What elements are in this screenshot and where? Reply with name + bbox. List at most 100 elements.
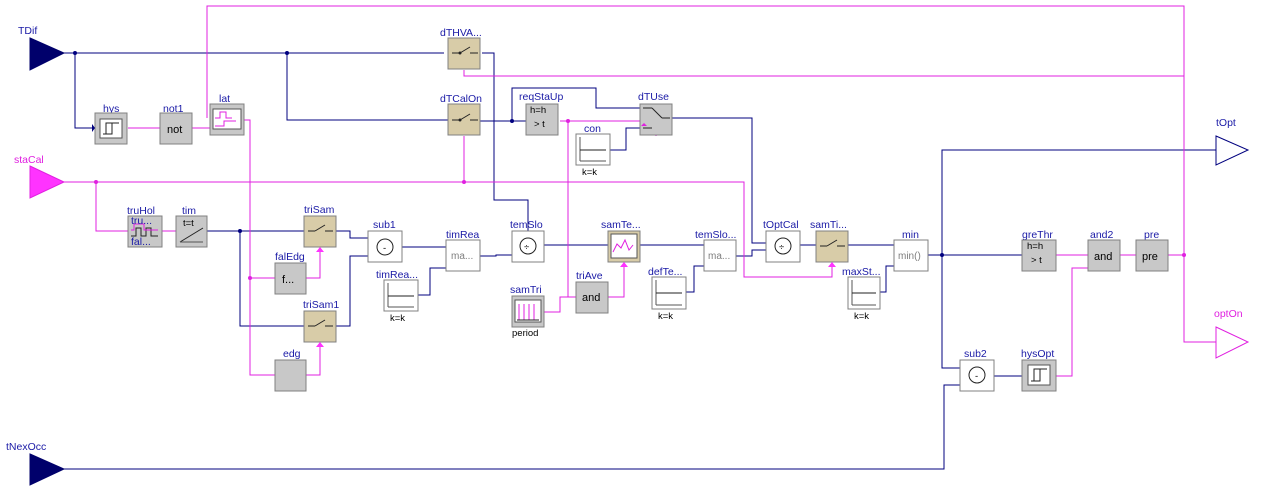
block-param-maxst: k=k: [854, 311, 869, 322]
block-trisam1[interactable]: triSam1: [303, 299, 339, 347]
wire-maxst-to-min: [880, 265, 894, 293]
block-hys[interactable]: hys: [92, 103, 128, 145]
block-sub1[interactable]: sub1 -: [367, 219, 403, 263]
switch-icon: [308, 224, 333, 232]
divide-icon: [519, 237, 537, 255]
timer-icon: [179, 227, 204, 243]
block-timrea2[interactable]: timRea... k=k: [376, 269, 419, 324]
wire-tdif-to-hys: [74, 53, 95, 129]
block-label-edg: edg: [283, 348, 301, 360]
block-symbol-sub1: -: [383, 243, 386, 254]
sample-trigger-icon: [514, 299, 542, 323]
block-maxst[interactable]: maxSt... k=k: [842, 266, 881, 322]
block-samte[interactable]: samTe...: [601, 219, 641, 267]
block-triave[interactable]: triAve and: [575, 270, 609, 314]
switch-icon: [308, 319, 333, 327]
block-faledg[interactable]: falEdg f...: [274, 251, 307, 295]
constant-icon: [579, 137, 606, 162]
block-label-min: min: [902, 229, 919, 241]
hysteresis-icon: [1027, 364, 1051, 386]
block-pre[interactable]: pre pre: [1135, 229, 1169, 272]
input-label-tnexocc: tNexOcc: [6, 441, 46, 453]
latch-icon: [212, 108, 242, 130]
block-tim[interactable]: tim t=t: [175, 205, 208, 248]
true-hold-icon: [131, 223, 158, 237]
real-connections: [64, 52, 1216, 470]
block-con[interactable]: con k=k: [575, 123, 611, 178]
block-edg[interactable]: edg: [274, 348, 307, 392]
block-label-maxst: maxSt...: [842, 266, 881, 278]
block-label-hys: hys: [103, 103, 119, 115]
wire-tnexocc: [64, 384, 960, 470]
block-symbol-toptcal: ÷: [779, 242, 784, 253]
block-dthva[interactable]: dTHVA...: [440, 27, 482, 70]
block-label-truhol: truHol: [127, 205, 155, 217]
block-truhol[interactable]: truHol tru... fal...: [127, 205, 163, 248]
wire-tim-to-trisam1: [239, 231, 304, 327]
wire-lat-feedback-top: [206, 5, 1216, 343]
block-samtri[interactable]: samTri period: [510, 284, 545, 339]
block-defte[interactable]: defTe... k=k: [648, 266, 687, 322]
block-label-reqstaup: reqStaUp: [519, 91, 564, 103]
block-hysopt[interactable]: hysOpt: [1021, 348, 1057, 392]
block-grethr[interactable]: greThr h=h > t: [1021, 229, 1057, 272]
block-param-grethr: h=h: [1027, 241, 1043, 252]
constant-icon: [387, 283, 414, 308]
block-min[interactable]: min min(): [893, 229, 929, 272]
block-temslo[interactable]: temSlo ÷: [510, 219, 545, 263]
wire-reqstaup-to-dtuse: [560, 120, 576, 298]
block-label-samti: samTi...: [810, 219, 847, 231]
output-port-topt[interactable]: tOpt: [1215, 117, 1250, 166]
block-label-timrea: timRea: [446, 229, 479, 241]
block-reqstaup[interactable]: reqStaUp h=h > t: [519, 91, 564, 136]
input-port-tdif[interactable]: TDif: [18, 25, 66, 71]
block-sub2[interactable]: sub2 -: [959, 348, 995, 392]
input-port-tnexocc[interactable]: tNexOcc: [6, 441, 66, 486]
input-label-tdif: TDif: [18, 25, 37, 37]
block-and2[interactable]: and2 and: [1087, 229, 1121, 272]
block-label-defte: defTe...: [648, 266, 682, 278]
switch-icon: [452, 113, 478, 122]
block-timrea[interactable]: timRea ma...: [445, 229, 481, 272]
block-samti[interactable]: samTi...: [810, 219, 849, 267]
block-symbol-sub2: -: [975, 371, 978, 382]
block-trisam[interactable]: triSam: [303, 204, 337, 252]
block-text-temslo2: ma...: [708, 251, 730, 262]
wire-trisam1-to-sub1: [336, 255, 368, 327]
wire-hysopt-to-and2: [1056, 267, 1088, 377]
wire-lat-out: [244, 119, 275, 376]
block-text-not1: not: [167, 124, 182, 136]
block-temslo2[interactable]: temSlo... ma...: [695, 229, 737, 272]
block-label-sub1: sub1: [373, 219, 396, 231]
block-label-dthva: dTHVA...: [440, 27, 482, 39]
switch-icon: [820, 239, 845, 247]
block-param-reqstaup: h=h: [530, 105, 546, 116]
block-text-min: min(): [898, 251, 921, 262]
divide-icon: [774, 237, 792, 255]
wire-temslo2-to-toptcal: [736, 249, 766, 257]
block-text-faledg: f...: [282, 274, 294, 286]
block-dtcalon[interactable]: dTCalOn: [440, 93, 482, 136]
output-port-opton[interactable]: optOn: [1214, 308, 1250, 359]
input-label-stacal: staCal: [14, 154, 44, 166]
hysteresis-icon: [99, 118, 123, 139]
block-text-truhol-top: tru...: [131, 215, 152, 227]
block-text-grethr: > t: [1031, 255, 1042, 266]
wire-min-to-topt: [941, 149, 1216, 255]
block-dtuse[interactable]: dTUse: [638, 91, 673, 136]
block-label-sub2: sub2: [964, 348, 987, 360]
wire-dthva-out: [482, 52, 529, 235]
block-not1[interactable]: not1 not: [159, 103, 193, 145]
block-param-tim: t=t: [183, 218, 194, 229]
constant-icon: [655, 280, 682, 306]
block-label-not1: not1: [163, 103, 184, 115]
block-toptcal[interactable]: tOptCal ÷: [763, 219, 801, 263]
block-text-truhol-bottom: fal...: [131, 236, 151, 248]
input-port-stacal[interactable]: staCal: [14, 154, 66, 199]
block-lat[interactable]: lat: [209, 93, 245, 136]
block-label-and2: and2: [1090, 229, 1114, 241]
sampler-icon: [610, 233, 638, 259]
block-label-timrea2: timRea...: [376, 269, 418, 281]
block-label-lat: lat: [219, 93, 230, 105]
block-label-samtri: samTri: [510, 284, 542, 296]
